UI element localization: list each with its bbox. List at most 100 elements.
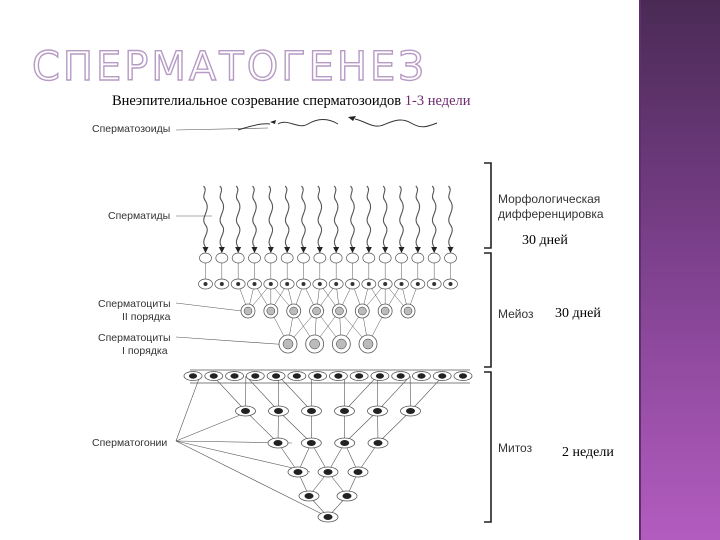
spermatid-tail	[399, 185, 404, 248]
spermatid-tail	[317, 185, 323, 248]
spermatid-head	[267, 247, 274, 253]
spermatid-nucleus	[399, 282, 404, 286]
duration-morph: 30 дней	[522, 233, 568, 248]
spermatid-tail	[284, 185, 290, 248]
stage-brackets	[484, 162, 492, 523]
spermatozoon-tail	[237, 123, 271, 131]
label-spermatocytes-1-line2: I порядка	[122, 345, 168, 357]
spermatocyte-2-nucleus	[243, 306, 253, 316]
spermatogonium-nucleus	[292, 373, 301, 379]
spermatid-nucleus	[334, 282, 339, 286]
spermatid	[280, 252, 294, 264]
spermatid-head	[251, 247, 258, 253]
spermatid	[199, 252, 212, 264]
spermatogonium-nucleus	[274, 408, 283, 414]
spermatid-head	[382, 247, 389, 253]
spermatid-nucleus	[301, 282, 306, 286]
label-spermatocytes-2-line2: II порядка	[122, 311, 171, 323]
spermatid-head	[398, 247, 405, 253]
spermatocyte-2-nucleus	[358, 306, 367, 316]
spermatid-nucleus	[219, 282, 224, 286]
spermatogonium-nucleus	[438, 373, 447, 379]
spermatogonium-nucleus	[417, 373, 426, 379]
spermatid-nucleus	[252, 282, 257, 286]
spermatid-nucleus	[448, 282, 453, 286]
spermatid-head	[235, 247, 242, 253]
spermatid-tail	[366, 185, 372, 248]
label-spermatocytes-2-line1: Сперматоциты	[98, 298, 171, 310]
spermatogonium-nucleus	[251, 373, 260, 379]
spermatocyte-1-nucleus	[282, 338, 294, 350]
spermatozoon-tail	[354, 118, 438, 128]
spermatid-tail	[382, 185, 388, 248]
spermatid-nucleus	[268, 282, 273, 286]
spermatid-head	[349, 247, 356, 253]
spermatid-nucleus	[366, 282, 371, 286]
decorative-side-bar	[639, 0, 720, 540]
label-spermatogonia: Сперматогонии	[92, 437, 167, 449]
label-spermatocytes-1-line1: Сперматоциты	[98, 332, 171, 344]
spermatid	[362, 252, 376, 264]
spermatid-tail	[350, 185, 355, 248]
label-spermatids: Сперматиды	[108, 210, 170, 222]
spermatid-nucleus	[203, 282, 208, 286]
connector-line	[410, 375, 444, 412]
spermatid	[378, 252, 392, 264]
spermatid	[248, 252, 261, 264]
spermatozoon-tail	[277, 119, 339, 127]
spermatid-tail	[219, 185, 225, 248]
spermatogonium-nucleus	[458, 373, 468, 379]
connector-line	[377, 375, 411, 412]
spermatogonium-nucleus	[306, 440, 316, 446]
spermatocyte-2-nucleus	[289, 306, 298, 316]
spermatogonium-nucleus	[323, 514, 333, 520]
spermatid-head	[333, 247, 340, 253]
cell-groups	[183, 185, 473, 523]
spermatogonium-nucleus	[340, 440, 350, 446]
slide-subtitle: Внеэпителиальное созревание сперматозоид…	[112, 93, 471, 110]
spermatogonium-nucleus	[323, 469, 333, 475]
spermatogonium-nucleus	[273, 440, 283, 446]
stage-bracket	[484, 162, 492, 249]
side-bar-edge	[639, 0, 641, 540]
duration-meiosis: 30 дней	[555, 306, 601, 321]
spermatozoa-group	[237, 116, 438, 131]
spermatid-tail	[415, 185, 421, 248]
spermatocyte-1-nucleus	[309, 338, 320, 350]
stage-label-morph-line1: Морфологическая	[498, 192, 600, 206]
spermatogonium-nucleus	[304, 493, 314, 499]
spermatid-tail	[431, 185, 437, 248]
spermatid	[313, 252, 327, 264]
connector-line	[344, 410, 378, 444]
slide-title: СПЕРМАТОГЕНЕЗ	[31, 43, 427, 90]
spermatid-tail	[203, 185, 208, 248]
spermatogonium-nucleus	[342, 493, 352, 499]
spermatid-tail	[268, 185, 274, 248]
leader-line	[175, 375, 201, 442]
spermatid	[297, 252, 310, 264]
spermatid-head	[284, 247, 291, 253]
leader-line	[175, 302, 251, 313]
spermatocyte-2-nucleus	[335, 306, 344, 316]
spermatid-head	[365, 247, 372, 253]
connector-line	[377, 410, 411, 444]
spermatid-tail	[252, 185, 257, 248]
spermatid-nucleus	[383, 282, 388, 286]
spermatocyte-2-nucleus	[266, 306, 276, 316]
spermatogonium-nucleus	[293, 469, 303, 475]
spermatid-nucleus	[285, 282, 290, 286]
stage-label-meiosis: Мейоз	[498, 307, 534, 321]
spermatid	[444, 252, 457, 264]
spermatid-tail	[333, 185, 339, 248]
spermatid-head	[316, 247, 323, 253]
spermatogonium-nucleus	[406, 408, 415, 414]
connector-line	[245, 410, 279, 444]
spermatid-tail	[301, 185, 306, 248]
spermatozoon-head	[348, 116, 356, 121]
stage-label-morph-line2: дифференцировка	[498, 207, 604, 221]
duration-mitosis: 2 недели	[562, 445, 614, 460]
leader-line	[175, 440, 329, 518]
spermatogonium-nucleus	[307, 408, 316, 414]
connector-line	[278, 410, 312, 444]
subtitle-main: Внеэпителиальное созревание сперматозоид…	[112, 93, 402, 109]
